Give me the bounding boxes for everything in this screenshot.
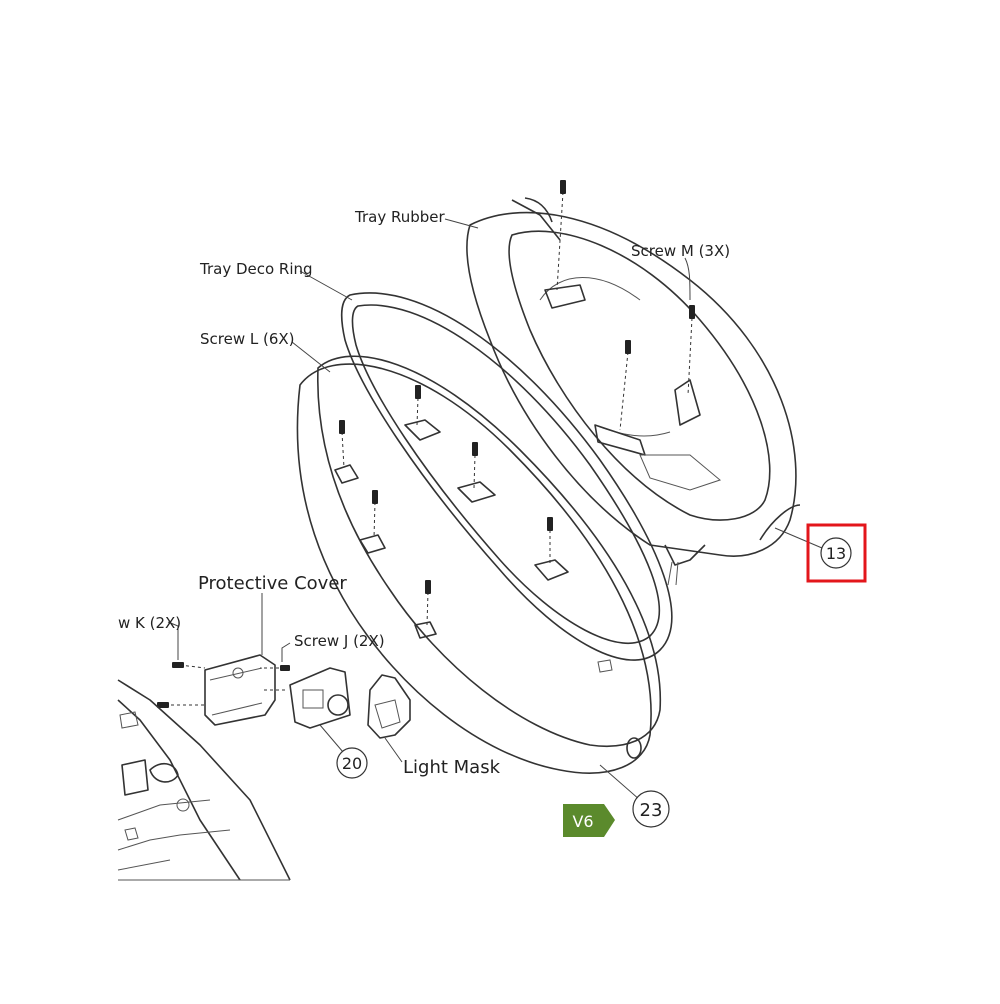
light-mask-part xyxy=(367,674,411,763)
light-mask-label: Light Mask xyxy=(403,757,501,778)
callout-13-circle xyxy=(820,537,852,569)
chassis-fragment-part xyxy=(117,679,291,881)
screw-l-label: Screw L (6X) xyxy=(200,330,295,348)
callout-23-circle xyxy=(632,790,670,828)
callout-23-number: 23 xyxy=(640,800,663,821)
pcb-board-part xyxy=(289,667,351,753)
outer-housing-part xyxy=(296,355,662,774)
version-tag-label: V6 xyxy=(572,812,593,831)
tray-deco-ring-label: Tray Deco Ring xyxy=(199,260,313,278)
callout-13-number: 13 xyxy=(826,544,846,563)
version-tag xyxy=(563,804,615,837)
protective-cover-part xyxy=(157,654,290,726)
tray-rubber-part xyxy=(466,197,801,586)
tray-rubber-label: Tray Rubber xyxy=(354,208,445,226)
highlight-box xyxy=(806,523,867,583)
protective-cover-label: Protective Cover xyxy=(198,573,347,594)
screw-k-label: w K (2X) xyxy=(118,614,181,632)
screws-group xyxy=(339,180,695,626)
screw-m-label: Screw M (3X) xyxy=(631,242,730,260)
callout-20-number: 20 xyxy=(342,754,362,773)
screw-j-label: Screw J (2X) xyxy=(294,632,385,650)
tray-deco-ring-part xyxy=(340,292,673,661)
callout-20-circle xyxy=(336,747,368,779)
